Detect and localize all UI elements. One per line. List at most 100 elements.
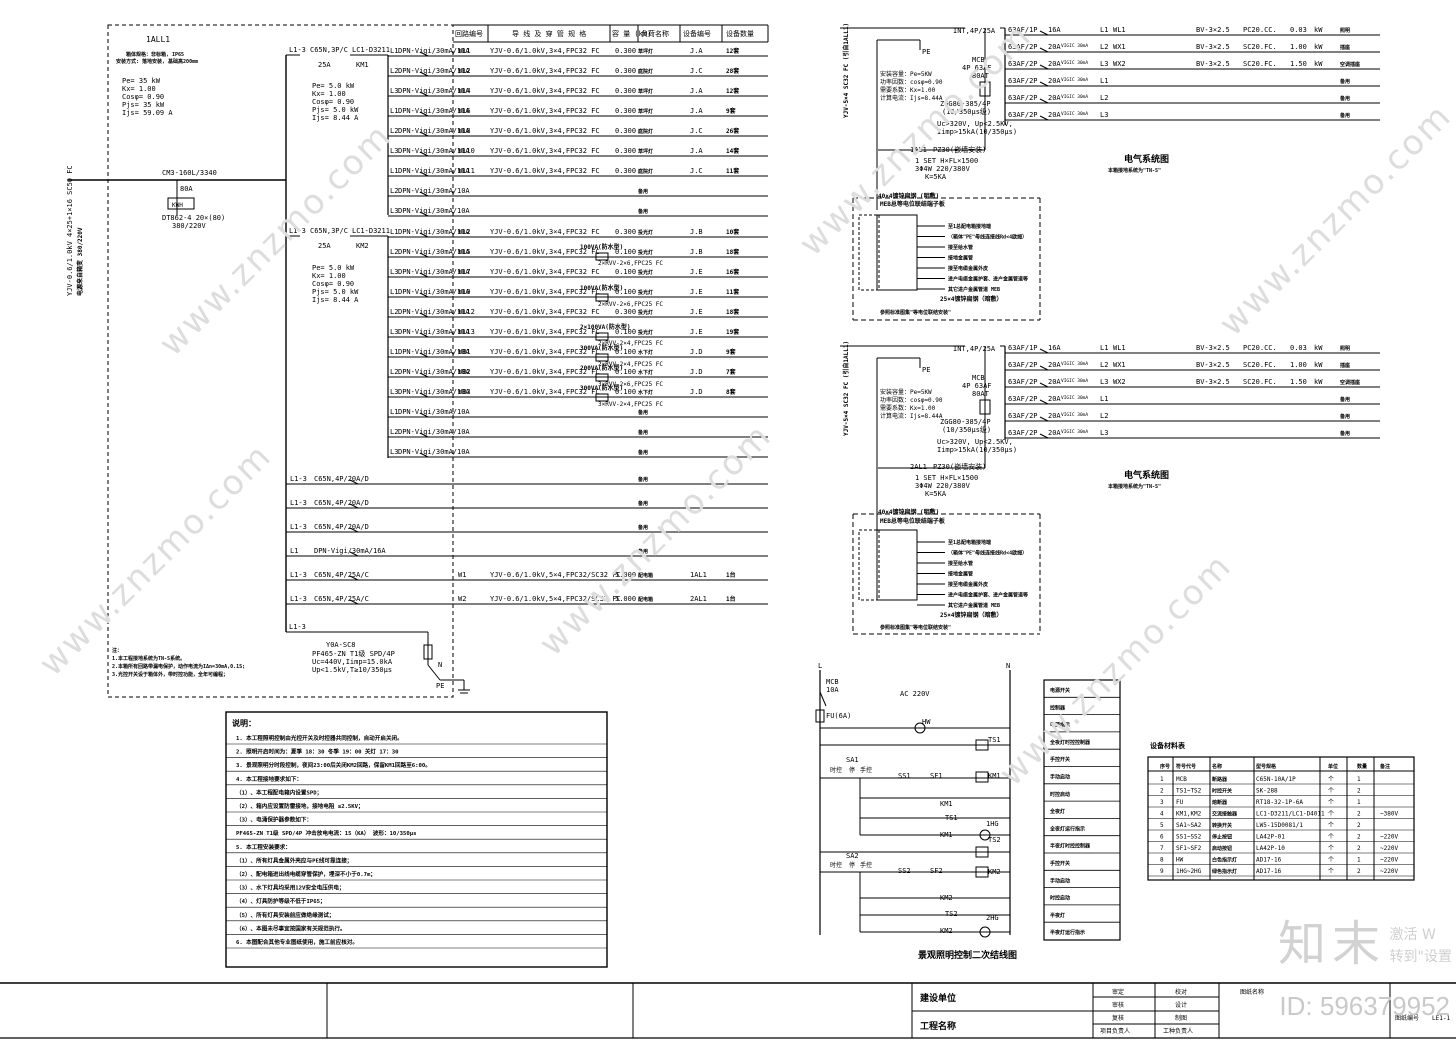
box-phase: L1 xyxy=(1100,26,1108,34)
breaker-contact xyxy=(419,211,429,217)
feeder-kw: 5.000 xyxy=(615,595,636,603)
circuit-phase: L2 xyxy=(390,248,398,256)
circuit-qty: 9套 xyxy=(726,107,736,115)
bom-cell: 启动按钮 xyxy=(1212,845,1232,852)
box-cable: BV-3×2.5 xyxy=(1196,43,1230,51)
circuit-cable: YJV-0.6/1.0kV,3×4,FPC32 FC xyxy=(490,67,600,75)
breaker-contact xyxy=(419,252,429,258)
ctrl-ss2: SS2 xyxy=(898,867,911,875)
breaker-contact xyxy=(419,71,429,77)
bom-cell: 个 xyxy=(1328,834,1334,841)
box-unit: kW xyxy=(1314,60,1323,68)
circuit-load: 投光灯 xyxy=(638,249,653,256)
ctrl-ts1-b: TS1 xyxy=(945,814,958,822)
box-breaker: 63AF/1P xyxy=(1008,344,1038,352)
g1-ijs: Ijs= 8.44 A xyxy=(312,114,359,122)
tb-role-2: 复核 xyxy=(1112,1014,1124,1022)
hdr-cable: 导 线 及 穿 管 规 格 xyxy=(512,29,586,38)
kwh-meter xyxy=(167,197,195,210)
circuit-kw: 0.300 xyxy=(615,308,636,316)
box-pipe: SC20.FC. xyxy=(1243,361,1277,369)
breaker-contact xyxy=(419,352,429,358)
box-kw: 0.03 xyxy=(1290,26,1307,34)
boxa-meb-head: 40×4镀锌扁钢 (明敷) xyxy=(878,192,939,200)
circuit-cable: YJV-0.6/1.0kV,3×4,FPC32 FC xyxy=(490,268,600,276)
feeder-breaker: C65N,4P/20A/D xyxy=(314,523,369,531)
box-code: WL1 xyxy=(1113,344,1126,352)
box-breaker-contact xyxy=(1039,348,1049,354)
bom-cell: 1 xyxy=(1357,799,1361,806)
boxb-cable: YJV-5×4 SC32 FC (引自1ALL1) xyxy=(842,341,850,436)
feeder-load: 备用 xyxy=(637,500,648,507)
bom-cell: HW xyxy=(1176,857,1184,864)
tb-role2-1: 设计 xyxy=(1175,1001,1187,1009)
boxb-spd-p1: Iimp>15kA(10/350μs) xyxy=(937,446,1017,454)
g1-contactor: LC1-D3211 xyxy=(352,46,390,54)
circuit-kw: 0.300 xyxy=(615,67,636,75)
circuit-qty: 14套 xyxy=(726,147,739,155)
circuit-code: WL6 xyxy=(458,107,471,115)
circuit-cable: YJV-0.6/1.0kV,3×4,FPC32 FC xyxy=(490,248,600,256)
ctrl-hg2: 2HG xyxy=(986,914,999,922)
bom-cell: 转换开关 xyxy=(1212,822,1232,829)
circuit-kw: 0.100 xyxy=(615,388,636,396)
bom-cell: 3 xyxy=(1160,799,1164,806)
breaker-contact xyxy=(419,171,429,177)
meb-item: 接至电缆金属外皮 xyxy=(947,265,988,272)
circuit-code: WL12 xyxy=(458,308,475,316)
box-phase: L3 xyxy=(1100,378,1108,386)
box-code: WX2 xyxy=(1113,378,1126,386)
bom-cell: TS1~TS2 xyxy=(1176,788,1202,795)
circuit-breaker: DPN-Vigi/30mA/10A xyxy=(398,107,470,115)
bom-cell: 2 xyxy=(1357,845,1361,852)
ctrl-km1-b: KM1 xyxy=(940,800,953,808)
g1-pjs: Pjs= 5.0 kW xyxy=(312,106,359,114)
bom-cell: SS1~SS2 xyxy=(1176,834,1202,841)
circuit-code: WL2 xyxy=(458,228,471,236)
feeder-contact xyxy=(349,479,359,485)
circuit-code: WL7 xyxy=(458,268,471,276)
breaker-contact xyxy=(419,412,429,418)
meb-box-a xyxy=(876,214,918,291)
meb-item: （箱体"PE"母线连接线Rd<4欧姆） xyxy=(948,550,1027,557)
feeder-kw: 5.000 xyxy=(615,571,636,579)
circuit-breaker: DPN-Vigi/30mA/10A xyxy=(398,408,470,416)
ctrl-km1-c: KM1 xyxy=(940,831,953,839)
feeder-code: W2 xyxy=(458,595,466,603)
boxa-name: 1AL1 xyxy=(910,146,927,154)
circuit-breaker: DPN-Vigi/30mA/10A xyxy=(398,268,470,276)
circuit-kw: 0.100 xyxy=(615,368,636,376)
ctrl-legend: 电源开关控制器电源指示全夜灯时控控制器手控开关手动启动时控启动全夜灯全夜灯运行指… xyxy=(1044,687,1120,936)
legend-item: 电源指示 xyxy=(1050,722,1070,729)
circuit-cable: YJV-0.6/1.0kV,3×4,FPC32 FC xyxy=(490,167,600,175)
meb-item: 进户电缆金属护套、进户金属管道等 xyxy=(948,276,1028,283)
circuit-code: WB2 xyxy=(458,368,471,376)
transformer-rating: 2×100VA(防水型) xyxy=(580,323,631,331)
circuit-qty: 26套 xyxy=(726,127,739,135)
circuit-breaker: DPN-Vigi/30mA/10A xyxy=(398,448,470,456)
box-kw: 1.00 xyxy=(1290,361,1307,369)
g2-pjs: Pjs= 5.0 kW xyxy=(312,288,359,296)
transformer-symbol xyxy=(595,373,609,382)
circuit-code: WL11 xyxy=(458,167,475,175)
circuit-load: 水下灯 xyxy=(637,369,653,376)
box-load: 备用 xyxy=(1339,78,1350,85)
tb-drawing: 图纸名称 xyxy=(1240,988,1264,996)
g2-ijs: Ijs= 8.44 A xyxy=(312,296,359,304)
bom-cell: AD17-16 xyxy=(1256,857,1282,864)
feeder-contact xyxy=(349,551,359,557)
box-rating: 20A xyxy=(1048,378,1061,386)
box-breaker-contact xyxy=(1039,382,1049,388)
circuit-code: WL10 xyxy=(458,147,475,155)
box-breaker-contact xyxy=(1039,433,1049,439)
box-load: 空调插座 xyxy=(1340,379,1360,386)
boxa-mcb-1: 4P 63AF xyxy=(962,64,992,72)
feeder-breaker: DPN-Vigi/30mA/16A xyxy=(314,547,386,555)
transformer-cable: 2×RVV-2×4,FPC25 FC xyxy=(598,361,663,368)
box-breaker: 63AF/2P xyxy=(1008,60,1038,68)
feeder-qty: 1台 xyxy=(726,595,736,603)
tb-role2-3: 工种负责人 xyxy=(1163,1027,1193,1035)
boxb-model: PZ30(嵌墙安装) xyxy=(933,462,986,471)
box-breaker: 63AF/2P xyxy=(1008,94,1038,102)
